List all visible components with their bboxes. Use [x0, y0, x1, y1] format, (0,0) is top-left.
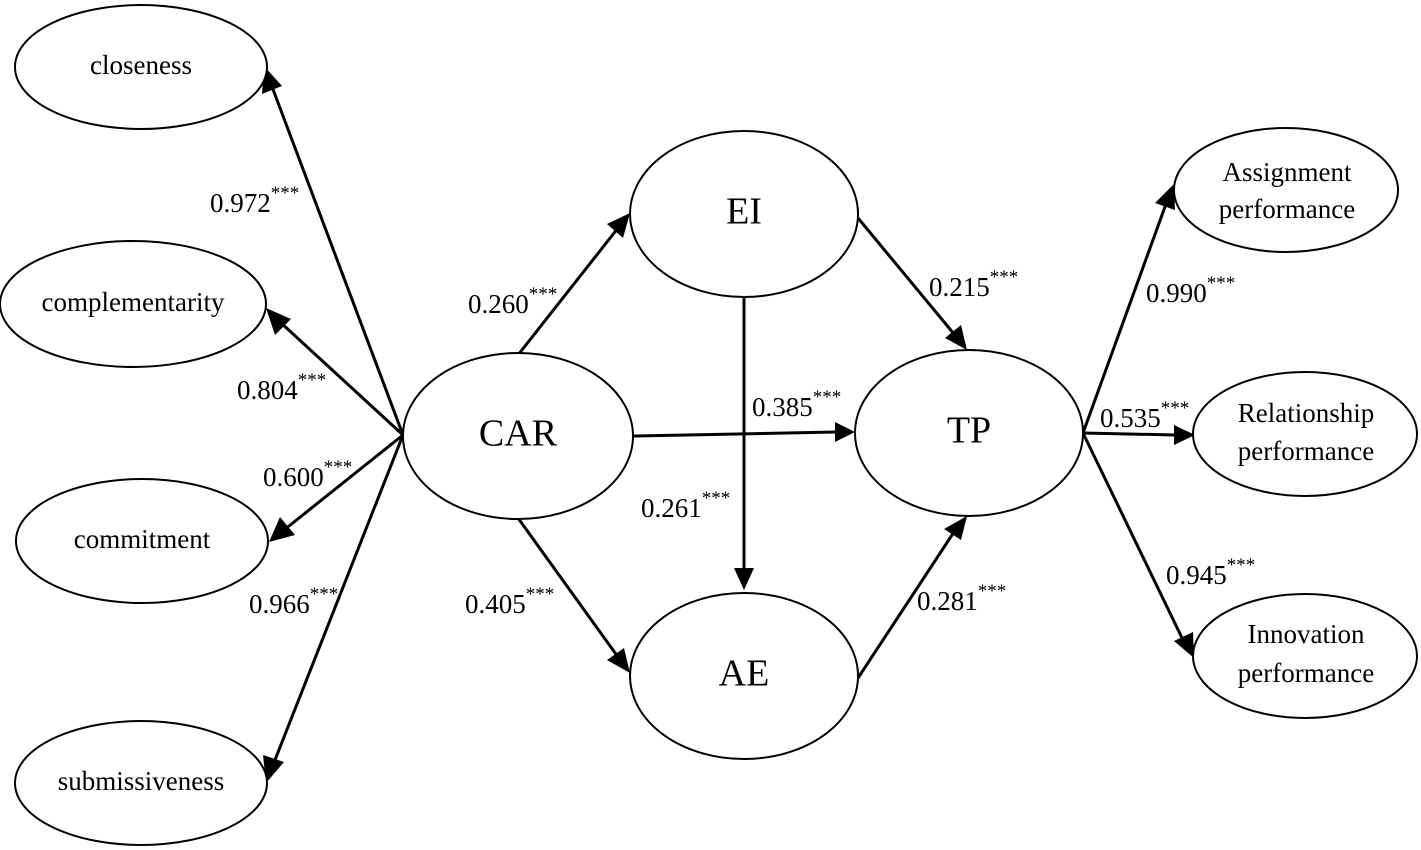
node-label: closeness	[90, 50, 192, 80]
coef-value: 0.281	[917, 586, 978, 616]
edge-ei-tp	[856, 217, 967, 350]
node-ei: EI	[629, 130, 859, 298]
node-label-line-1: Innovation	[1248, 619, 1365, 649]
node-label-line-2: performance	[1219, 194, 1355, 224]
coef-sig: ***	[1161, 398, 1190, 419]
node-submissiveness: submissiveness	[14, 720, 268, 846]
coef-value: 0.385	[752, 392, 813, 422]
coef-sig: ***	[529, 284, 558, 305]
arrowhead	[269, 517, 295, 542]
coef-ae-tp: 0.281***	[917, 581, 1006, 616]
coef-sig: ***	[271, 183, 300, 204]
nodes: closeness complementarity commitment sub…	[0, 4, 1418, 846]
edge-car-commitment	[269, 433, 404, 542]
coef-tp-assignment: 0.990***	[1146, 273, 1235, 308]
arrowhead	[1155, 184, 1175, 210]
coef-value: 0.405	[465, 589, 526, 619]
edge-ei-ae	[734, 296, 754, 590]
arrowhead	[263, 755, 284, 783]
node-label: commitment	[74, 524, 211, 554]
arrowhead	[945, 325, 967, 350]
coef-tp-innovation: 0.945***	[1166, 555, 1255, 590]
edge-tp-innovation	[1081, 432, 1194, 658]
edge-car-ei	[516, 213, 630, 356]
arrowhead	[1174, 632, 1194, 658]
node-label-line-1: Relationship	[1238, 398, 1375, 428]
edge-car-submissiveness	[263, 434, 405, 783]
coef-sig: ***	[310, 584, 339, 605]
coef-sig: ***	[1227, 555, 1256, 576]
coef-car-closeness: 0.972***	[210, 183, 299, 218]
coef-sig: ***	[978, 581, 1007, 602]
coef-ei-tp: 0.215***	[929, 267, 1018, 302]
coef-sig: ***	[990, 267, 1019, 288]
arrowhead	[607, 213, 630, 238]
node-label: EI	[726, 191, 762, 233]
arrowhead	[266, 308, 291, 335]
edge-ae-tp	[856, 516, 967, 679]
coef-sig: ***	[324, 457, 353, 478]
coef-sig: ***	[1207, 273, 1236, 294]
node-label: submissiveness	[58, 766, 225, 796]
arrowhead	[734, 568, 754, 590]
node-label: TP	[947, 410, 991, 452]
node-label-line-1: Assignment	[1222, 157, 1352, 187]
coef-value: 0.966	[249, 589, 310, 619]
node-label: complementarity	[42, 287, 225, 317]
coef-car-tp: 0.385***	[752, 387, 841, 422]
coef-value: 0.972	[210, 188, 271, 218]
node-complementarity: complementarity	[0, 240, 267, 368]
coefficients: 0.972*** 0.804*** 0.600*** 0.966*** 0.26…	[210, 183, 1255, 619]
edge-car-tp	[632, 422, 855, 442]
node-ae: AE	[629, 592, 859, 760]
arrowhead	[1174, 425, 1195, 445]
node-tp: TP	[854, 349, 1084, 517]
node-assignment-performance: Assignment performance	[1173, 127, 1399, 253]
coef-value: 0.804	[237, 375, 298, 405]
node-relationship-performance: Relationship performance	[1192, 371, 1418, 497]
coef-value: 0.535	[1100, 403, 1161, 433]
arrowhead	[835, 422, 855, 442]
edge-car-complementarity	[266, 308, 405, 437]
node-commitment: commitment	[15, 478, 269, 604]
node-closeness: closeness	[14, 4, 268, 130]
coef-value: 0.945	[1166, 560, 1227, 590]
node-label-line-2: performance	[1238, 658, 1374, 688]
coef-car-submissiveness: 0.966***	[249, 584, 338, 619]
coef-tp-relationship: 0.535***	[1100, 398, 1189, 433]
coef-value: 0.261	[641, 493, 702, 523]
arrowhead	[944, 516, 967, 540]
coef-sig: ***	[702, 488, 731, 509]
node-label: AE	[719, 653, 770, 695]
edge-tp-assignment	[1081, 184, 1175, 434]
coef-value: 0.990	[1146, 278, 1207, 308]
edge-tp-relationship	[1082, 425, 1195, 445]
node-label: CAR	[479, 413, 558, 455]
coef-value: 0.260	[468, 289, 529, 319]
coef-ei-ae: 0.261***	[641, 488, 730, 523]
coef-value: 0.600	[263, 462, 324, 492]
coef-sig: ***	[526, 584, 555, 605]
arrowhead	[607, 648, 630, 673]
coef-value: 0.215	[929, 272, 990, 302]
node-label-line-2: performance	[1238, 436, 1374, 466]
node-innovation-performance: Innovation performance	[1192, 593, 1418, 719]
coef-car-ei: 0.260***	[468, 284, 557, 319]
coef-sig: ***	[813, 387, 842, 408]
edge-car-ae	[516, 517, 630, 673]
edges	[262, 66, 1195, 783]
node-car: CAR	[402, 352, 634, 520]
coef-car-complementarity: 0.804***	[237, 370, 326, 405]
coef-car-ae: 0.405***	[465, 584, 554, 619]
coef-car-commitment: 0.600***	[263, 457, 352, 492]
coef-sig: ***	[298, 370, 327, 391]
